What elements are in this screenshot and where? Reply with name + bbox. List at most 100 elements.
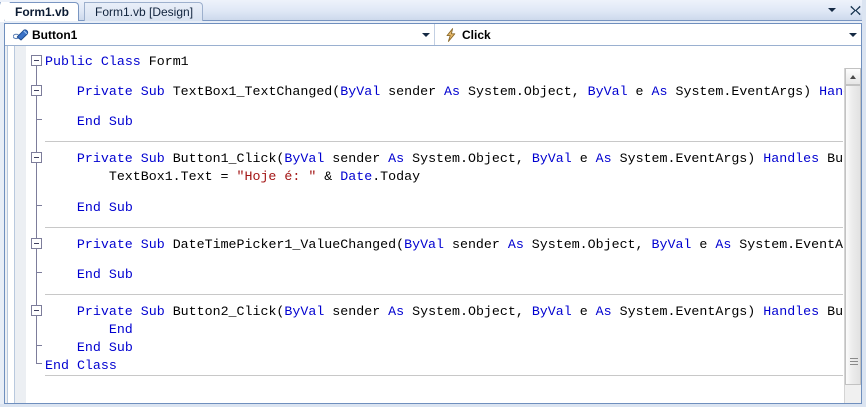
code-token-plain: Button2_Click( xyxy=(164,304,285,319)
member-event-dropdown[interactable]: Click xyxy=(435,24,861,45)
chevron-down-icon[interactable] xyxy=(844,32,861,37)
code-token-plain xyxy=(69,358,77,373)
scrollbar-thumb[interactable] xyxy=(845,85,861,385)
code-token-plain: System.Object, xyxy=(404,304,532,319)
code-line[interactable]: End Sub xyxy=(45,114,133,129)
tab-form1-vb[interactable]: Form1.vb xyxy=(4,2,80,21)
outline-guide-line xyxy=(36,66,37,85)
outline-collapse-box[interactable] xyxy=(31,305,42,316)
code-token-plain xyxy=(93,54,101,69)
code-token-plain: e xyxy=(627,84,652,99)
code-line[interactable]: Private Sub Button2_Click(ByVal sender A… xyxy=(45,304,851,319)
code-token-kw: ByVal xyxy=(340,84,381,99)
code-token-plain: TextBox1_TextChanged( xyxy=(164,84,341,99)
code-line[interactable]: Public Class Form1 xyxy=(45,54,189,69)
code-token-kw: End xyxy=(76,114,101,129)
document-tab-strip: Form1.vb Form1.vb [Design] xyxy=(0,0,866,21)
code-token-plain xyxy=(133,237,141,252)
code-line[interactable]: End Sub xyxy=(45,267,133,282)
code-editor-frame: Button1 Click xyxy=(4,23,862,404)
code-token-plain xyxy=(45,322,109,337)
outline-guide-line xyxy=(36,316,37,346)
code-token-plain: sender xyxy=(380,84,445,99)
code-line[interactable]: End Sub xyxy=(45,340,133,355)
outline-collapse-box[interactable] xyxy=(31,55,42,66)
code-token-kw: End xyxy=(45,358,69,373)
code-token-plain: sender xyxy=(444,237,508,252)
outline-guide-line xyxy=(36,273,37,305)
code-token-plain xyxy=(45,200,77,215)
code-token-kw: Sub xyxy=(140,151,165,166)
outline-end-marker xyxy=(36,345,42,346)
member-separator xyxy=(45,227,843,228)
member-separator xyxy=(45,294,843,295)
member-event-value: Click xyxy=(462,27,491,42)
code-line[interactable]: Private Sub Button1_Click(ByVal sender A… xyxy=(45,151,851,166)
code-line[interactable]: End Class xyxy=(45,358,117,373)
code-token-kw: As xyxy=(595,304,612,319)
code-line[interactable]: TextBox1.Text = "Hoje é: " & Date.Today xyxy=(45,169,420,184)
code-token-plain: sender xyxy=(324,304,389,319)
code-token-kw: Private xyxy=(76,304,133,319)
scrollbar-up-arrow-icon[interactable] xyxy=(845,68,861,85)
code-token-plain xyxy=(133,151,141,166)
code-token-kw: As xyxy=(595,151,612,166)
outline-end-marker xyxy=(36,272,42,273)
tab-form1-vb-design[interactable]: Form1.vb [Design] xyxy=(84,2,204,21)
close-icon[interactable] xyxy=(848,3,863,18)
code-token-kw: Private xyxy=(76,237,133,252)
code-token-kw: Class xyxy=(76,358,117,373)
class-member-type-dropdown[interactable]: Button1 xyxy=(5,24,435,45)
code-token-kw: Private xyxy=(76,151,133,166)
code-line[interactable]: Private Sub TextBox1_TextChanged(ByVal s… xyxy=(45,84,851,99)
code-token-kw: Public xyxy=(45,54,93,69)
code-token-kw: Sub xyxy=(140,237,165,252)
tab-strip-window-buttons xyxy=(824,1,863,19)
scrollbar-grip-icon xyxy=(850,358,858,365)
code-token-kw: End xyxy=(76,267,101,282)
chevron-down-icon[interactable] xyxy=(824,3,839,18)
code-token-plain: e xyxy=(571,151,596,166)
indicator-margin xyxy=(7,46,15,403)
code-token-plain: System.EventArgs) xyxy=(611,151,764,166)
lightning-event-icon xyxy=(442,27,460,42)
code-token-kw: Class xyxy=(100,54,141,69)
code-token-kw: Handles xyxy=(763,304,820,319)
outline-guide-line xyxy=(36,206,37,238)
chevron-down-icon[interactable] xyxy=(417,32,434,37)
vertical-scrollbar[interactable] xyxy=(844,68,861,403)
code-token-kw: End xyxy=(76,340,101,355)
code-lines[interactable]: Public Class Form1 Private Sub TextBox1_… xyxy=(45,46,861,403)
code-token-kw: End xyxy=(108,322,133,337)
code-token-plain: e xyxy=(691,237,716,252)
code-token-plain xyxy=(101,114,109,129)
code-token-kw: ByVal xyxy=(284,304,325,319)
member-separator xyxy=(45,141,843,142)
outline-collapse-box[interactable] xyxy=(31,152,42,163)
code-token-kw: End xyxy=(76,200,101,215)
code-line[interactable]: End xyxy=(45,322,133,337)
code-token-kw: As xyxy=(444,84,460,99)
code-token-kw: As xyxy=(507,237,524,252)
code-token-plain xyxy=(45,84,77,99)
code-line[interactable]: Private Sub DateTimePicker1_ValueChanged… xyxy=(45,237,851,252)
code-token-plain xyxy=(101,340,109,355)
code-token-plain xyxy=(45,114,77,129)
code-token-plain: sender xyxy=(324,151,389,166)
code-token-kw: As xyxy=(388,304,405,319)
code-token-plain: Button1_Click( xyxy=(164,151,285,166)
outline-collapse-box[interactable] xyxy=(31,85,42,96)
outline-guide-line xyxy=(36,96,37,120)
window-bottom-edge xyxy=(0,404,866,407)
code-text-surface[interactable]: Public Class Form1 Private Sub TextBox1_… xyxy=(5,46,861,403)
code-token-kw: ByVal xyxy=(404,237,445,252)
code-token-kw: Sub xyxy=(108,200,133,215)
outline-collapse-box[interactable] xyxy=(31,238,42,249)
code-token-kw: ByVal xyxy=(284,151,325,166)
code-token-plain xyxy=(45,304,77,319)
code-line[interactable]: End Sub xyxy=(45,200,133,215)
outlining-margin[interactable] xyxy=(27,46,45,403)
code-token-plain xyxy=(45,237,77,252)
code-token-plain xyxy=(133,304,141,319)
